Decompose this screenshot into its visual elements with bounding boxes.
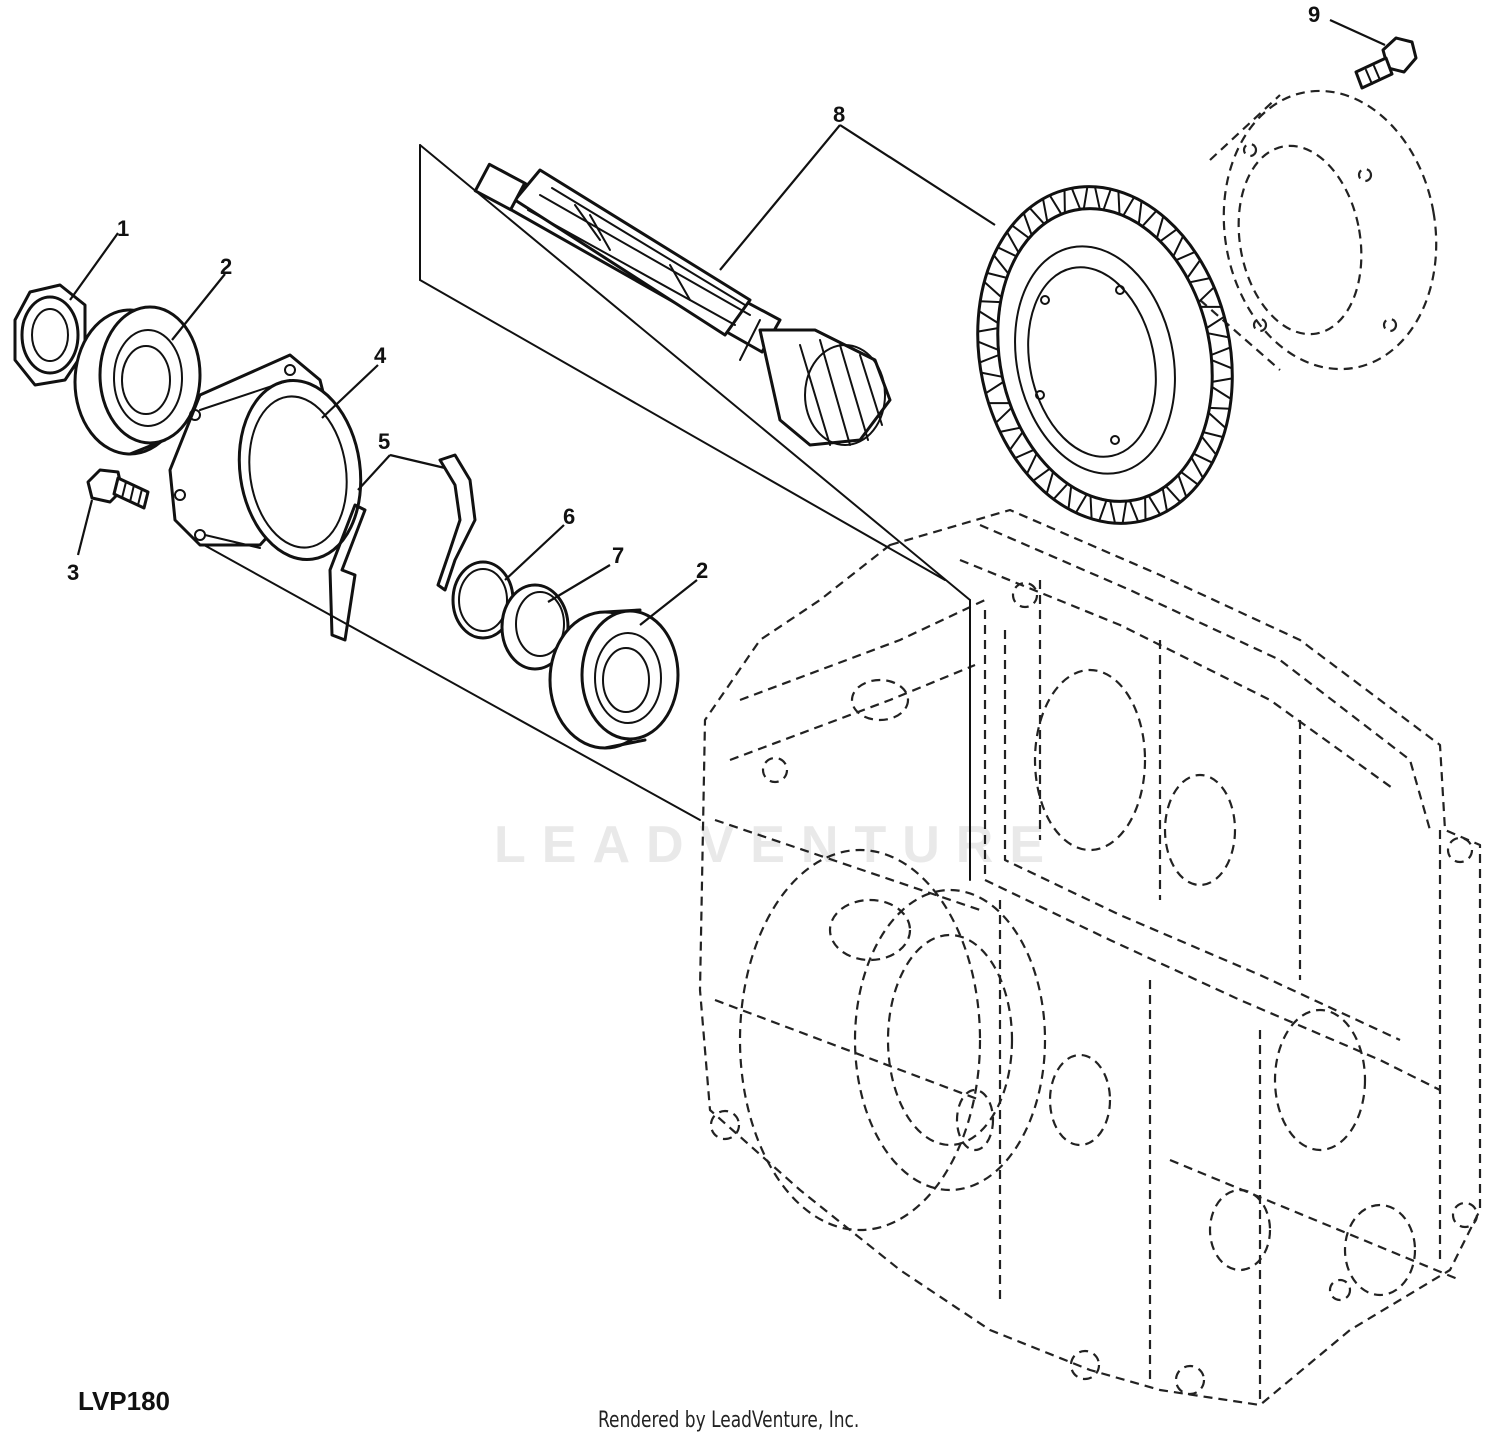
carrier-bolt — [1354, 36, 1418, 90]
gear-tooth — [1089, 494, 1108, 522]
callout-1: 1 — [117, 216, 129, 241]
differential-carrier — [1199, 89, 1438, 371]
gear-tooth — [1192, 435, 1218, 464]
gear-tooth — [1045, 470, 1069, 501]
callout-8: 8 — [833, 102, 845, 127]
gear-tooth — [1006, 224, 1030, 254]
watermark: LEADVENTURE — [494, 816, 1061, 874]
callout-4: 4 — [374, 343, 387, 368]
gear-tooth — [1025, 452, 1051, 482]
gear-tooth — [1082, 185, 1101, 211]
gear-tooth — [1208, 385, 1233, 410]
gear-tooth — [1008, 431, 1035, 460]
gear-tooth — [1067, 485, 1088, 514]
gear-tooth — [1122, 196, 1143, 225]
callout-2b: 2 — [696, 558, 708, 583]
spacer-ring — [500, 583, 570, 671]
gear-tooth — [1159, 228, 1185, 258]
bearing-left — [73, 305, 202, 456]
callout-3: 3 — [67, 560, 79, 585]
gear-tooth — [977, 300, 1002, 325]
gear-tooth — [994, 406, 1022, 433]
callout-6: 6 — [563, 504, 575, 529]
figure-id: LVP180 — [78, 1386, 171, 1416]
gear-tooth — [1210, 359, 1234, 383]
bearing-right — [548, 608, 680, 750]
cap-screw — [86, 468, 150, 510]
gear-tooth — [1147, 487, 1168, 516]
gear-tooth — [1063, 187, 1082, 214]
gear-tooth — [1206, 332, 1232, 356]
gear-tooth — [1102, 188, 1121, 216]
callout-7: 7 — [612, 543, 624, 568]
shim-pair — [328, 453, 477, 642]
gear-tooth — [1128, 496, 1147, 523]
gear-tooth — [978, 354, 1004, 378]
gear-tooth — [1109, 499, 1128, 525]
gear-tooth — [1202, 411, 1227, 439]
gear-tooth — [1042, 194, 1063, 223]
gear-tooth — [992, 246, 1018, 275]
credit-line: Rendered by LeadVenture, Inc. — [598, 1408, 860, 1433]
ring-gear — [976, 185, 1234, 525]
gear-tooth — [1164, 473, 1188, 504]
gear-tooth — [1175, 250, 1202, 279]
callout-9: 9 — [1308, 2, 1320, 27]
transmission-case — [698, 508, 1482, 1407]
bearing-housing — [168, 353, 363, 562]
assembly-frame — [194, 144, 971, 881]
gear-tooth — [983, 271, 1008, 299]
callout-labels: 1 2 3 4 5 6 7 2 8 9 — [67, 2, 1320, 585]
gear-tooth — [984, 380, 1011, 405]
lock-nut — [13, 283, 87, 387]
gear-tooth — [1199, 305, 1226, 330]
gear-tooth — [976, 327, 1000, 351]
leader-lines — [69, 18, 1386, 626]
pinion-shaft — [473, 162, 892, 447]
gear-tooth — [1180, 456, 1204, 486]
callout-5: 5 — [378, 429, 390, 454]
gear-tooth — [1188, 277, 1216, 304]
callout-2a: 2 — [220, 254, 232, 279]
gear-tooth — [1141, 209, 1165, 240]
gear-tooth — [1022, 206, 1046, 237]
